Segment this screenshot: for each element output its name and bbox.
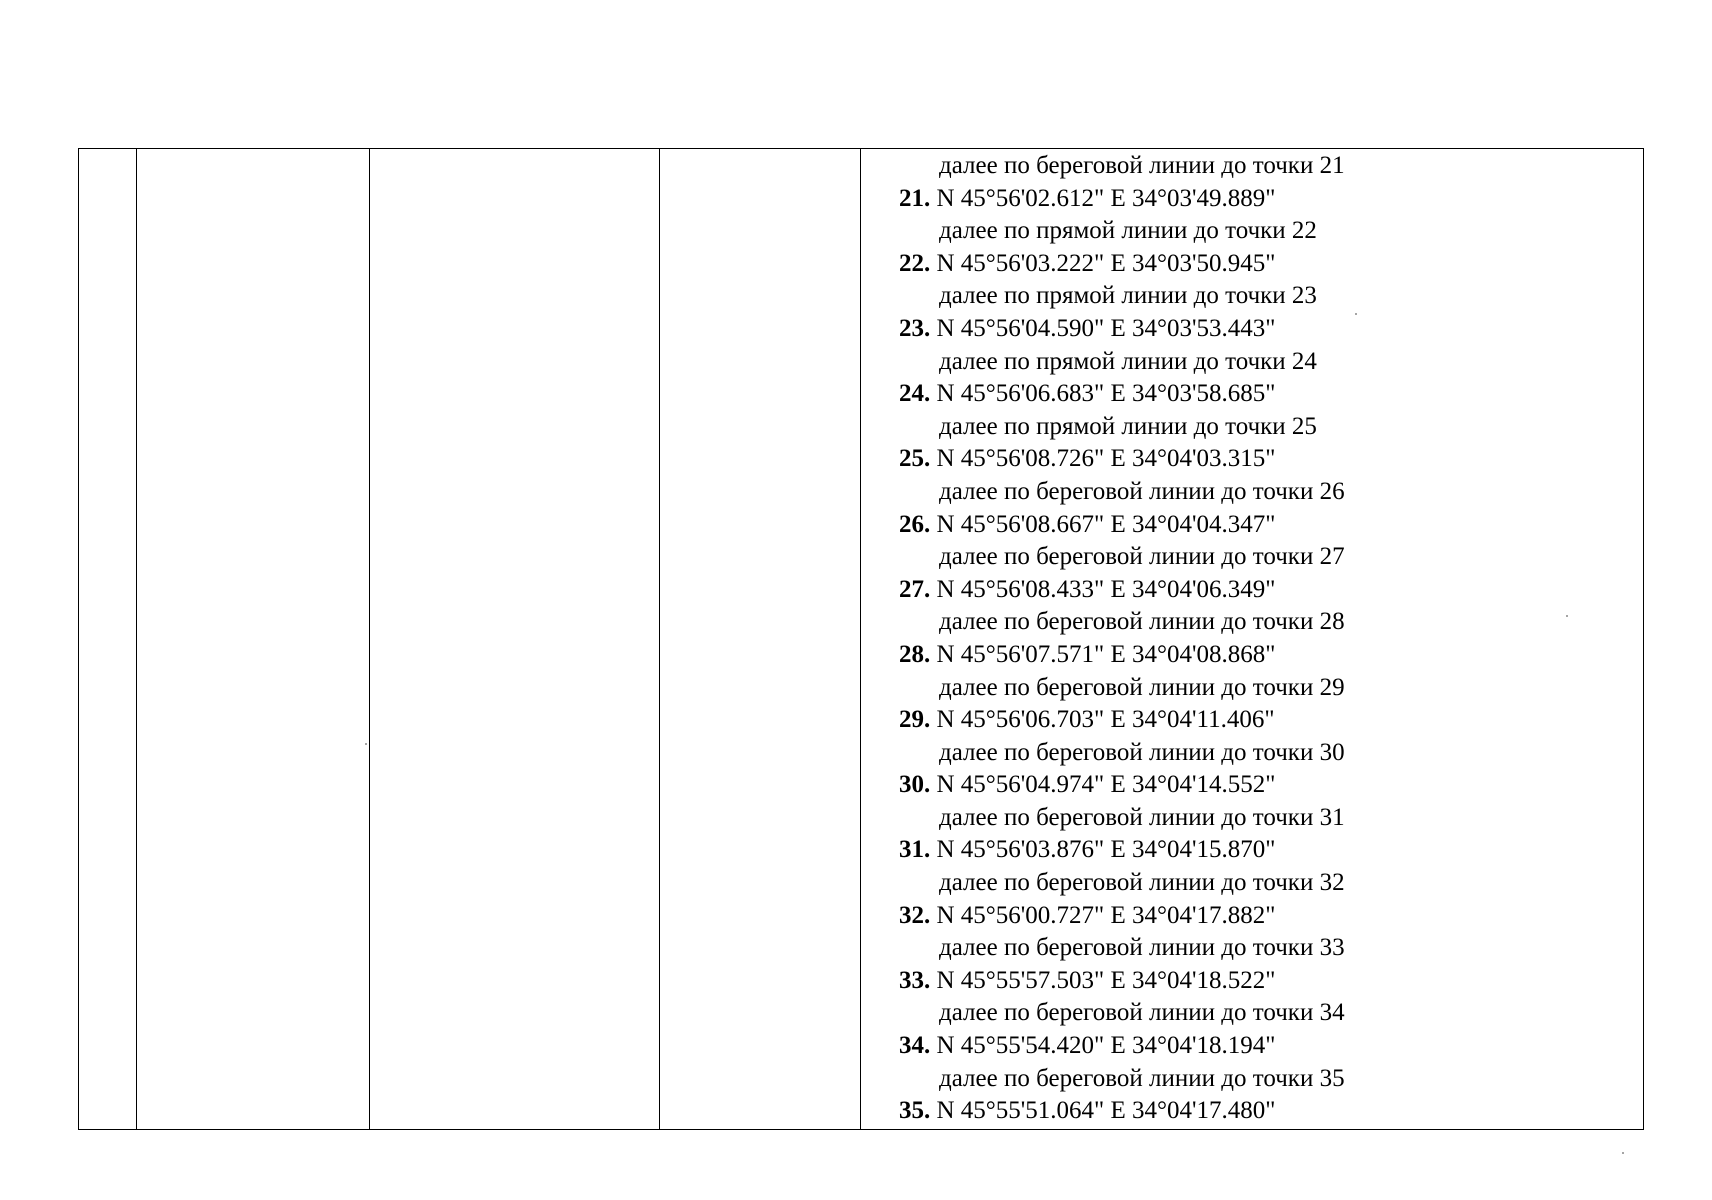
point-number: 24. xyxy=(899,380,931,408)
route-description: далее по береговой линии до точки 28 xyxy=(939,608,1345,636)
point-coordinates: N 45°56'08.726" E 34°04'03.315" xyxy=(930,445,1276,473)
point-number: 23. xyxy=(899,314,931,342)
route-description: далее по береговой линии до точки 35 xyxy=(939,1064,1345,1092)
route-description: далее по береговой линии до точки 26 xyxy=(939,477,1345,505)
route-description: далее по прямой линии до точки 22 xyxy=(939,217,1317,245)
column-divider xyxy=(860,149,861,1129)
column-divider xyxy=(136,149,137,1129)
coordinate-point: 27. N 45°56'08.433" E 34°04'06.349" xyxy=(861,574,1643,607)
point-coordinates: N 45°55'54.420" E 34°04'18.194" xyxy=(930,1032,1276,1060)
scan-speck xyxy=(1622,1152,1624,1154)
coordinate-point: 29. N 45°56'06.703" E 34°04'11.406" xyxy=(861,704,1643,737)
point-coordinates: N 45°56'02.612" E 34°03'49.889" xyxy=(930,184,1276,212)
coordinate-point: 23. N 45°56'04.590" E 34°03'53.443" xyxy=(861,313,1643,346)
point-number: 35. xyxy=(899,1097,931,1125)
coordinate-point: 34. N 45°55'54.420" E 34°04'18.194" xyxy=(861,1030,1643,1063)
route-description: далее по прямой линии до точки 25 xyxy=(939,412,1317,440)
point-coordinates: N 45°56'04.590" E 34°03'53.443" xyxy=(930,314,1276,342)
coordinate-point: 31. N 45°56'03.876" E 34°04'15.870" xyxy=(861,834,1643,867)
point-coordinates: N 45°56'06.703" E 34°04'11.406" xyxy=(930,706,1275,734)
coordinate-point: 25. N 45°56'08.726" E 34°04'03.315" xyxy=(861,443,1643,476)
point-number: 27. xyxy=(899,575,931,603)
point-coordinates: N 45°56'04.974" E 34°04'14.552" xyxy=(930,771,1276,799)
route-description: далее по прямой линии до точки 23 xyxy=(939,282,1317,310)
route-description: далее по береговой линии до точки 31 xyxy=(939,803,1345,831)
point-number: 29. xyxy=(899,706,931,734)
route-description: далее по береговой линии до точки 29 xyxy=(939,673,1345,701)
route-description: далее по береговой линии до точки 30 xyxy=(939,738,1345,766)
point-coordinates: N 45°56'08.667" E 34°04'04.347" xyxy=(930,510,1276,538)
point-coordinates: N 45°56'07.571" E 34°04'08.868" xyxy=(930,640,1276,668)
coordinate-point: 28. N 45°56'07.571" E 34°04'08.868" xyxy=(861,639,1643,672)
coordinate-point: 33. N 45°55'57.503" E 34°04'18.522" xyxy=(861,965,1643,998)
coordinate-point: 30. N 45°56'04.974" E 34°04'14.552" xyxy=(861,769,1643,802)
point-number: 21. xyxy=(899,184,931,212)
route-description: далее по прямой линии до точки 24 xyxy=(939,347,1317,375)
coordinate-point: 22. N 45°56'03.222" E 34°03'50.945" xyxy=(861,248,1643,281)
route-description: далее по береговой линии до точки 33 xyxy=(939,934,1345,962)
scan-speck xyxy=(1355,313,1357,315)
coordinate-point: 21. N 45°56'02.612" E 34°03'49.889" xyxy=(861,183,1643,216)
coordinates-table: далее по береговой линии до точки 21 21. … xyxy=(78,148,1644,1130)
column-divider xyxy=(659,149,660,1129)
coordinate-point: 32. N 45°56'00.727" E 34°04'17.882" xyxy=(861,900,1643,933)
route-description: далее по береговой линии до точки 27 xyxy=(939,543,1345,571)
point-number: 22. xyxy=(899,249,931,277)
coordinate-point: 26. N 45°56'08.667" E 34°04'04.347" xyxy=(861,509,1643,542)
point-number: 32. xyxy=(899,901,931,929)
point-number: 30. xyxy=(899,771,931,799)
scan-speck xyxy=(1566,615,1568,617)
point-coordinates: N 45°56'08.433" E 34°04'06.349" xyxy=(930,575,1276,603)
route-description: далее по береговой линии до точки 21 xyxy=(939,152,1345,179)
point-coordinates: N 45°56'03.876" E 34°04'15.870" xyxy=(930,836,1276,864)
point-number: 33. xyxy=(899,966,931,994)
coordinate-point: 24. N 45°56'06.683" E 34°03'58.685" xyxy=(861,378,1643,411)
point-number: 25. xyxy=(899,445,931,473)
column-divider xyxy=(369,149,370,1129)
coordinate-point: 35. N 45°55'51.064" E 34°04'17.480" xyxy=(861,1095,1643,1128)
point-number: 31. xyxy=(899,836,931,864)
point-coordinates: N 45°56'03.222" E 34°03'50.945" xyxy=(930,249,1276,277)
point-coordinates: N 45°56'00.727" E 34°04'17.882" xyxy=(930,901,1276,929)
point-number: 26. xyxy=(899,510,931,538)
point-coordinates: N 45°55'51.064" E 34°04'17.480" xyxy=(930,1097,1276,1125)
route-description: далее по береговой линии до точки 34 xyxy=(939,999,1345,1027)
scan-speck xyxy=(365,743,367,745)
route-description: далее по береговой линии до точки 32 xyxy=(939,869,1345,897)
point-number: 34. xyxy=(899,1032,931,1060)
point-coordinates: N 45°55'57.503" E 34°04'18.522" xyxy=(930,966,1276,994)
point-coordinates: N 45°56'06.683" E 34°03'58.685" xyxy=(930,380,1276,408)
point-number: 28. xyxy=(899,640,931,668)
coordinates-cell: далее по береговой линии до точки 21 21. … xyxy=(861,149,1643,1129)
